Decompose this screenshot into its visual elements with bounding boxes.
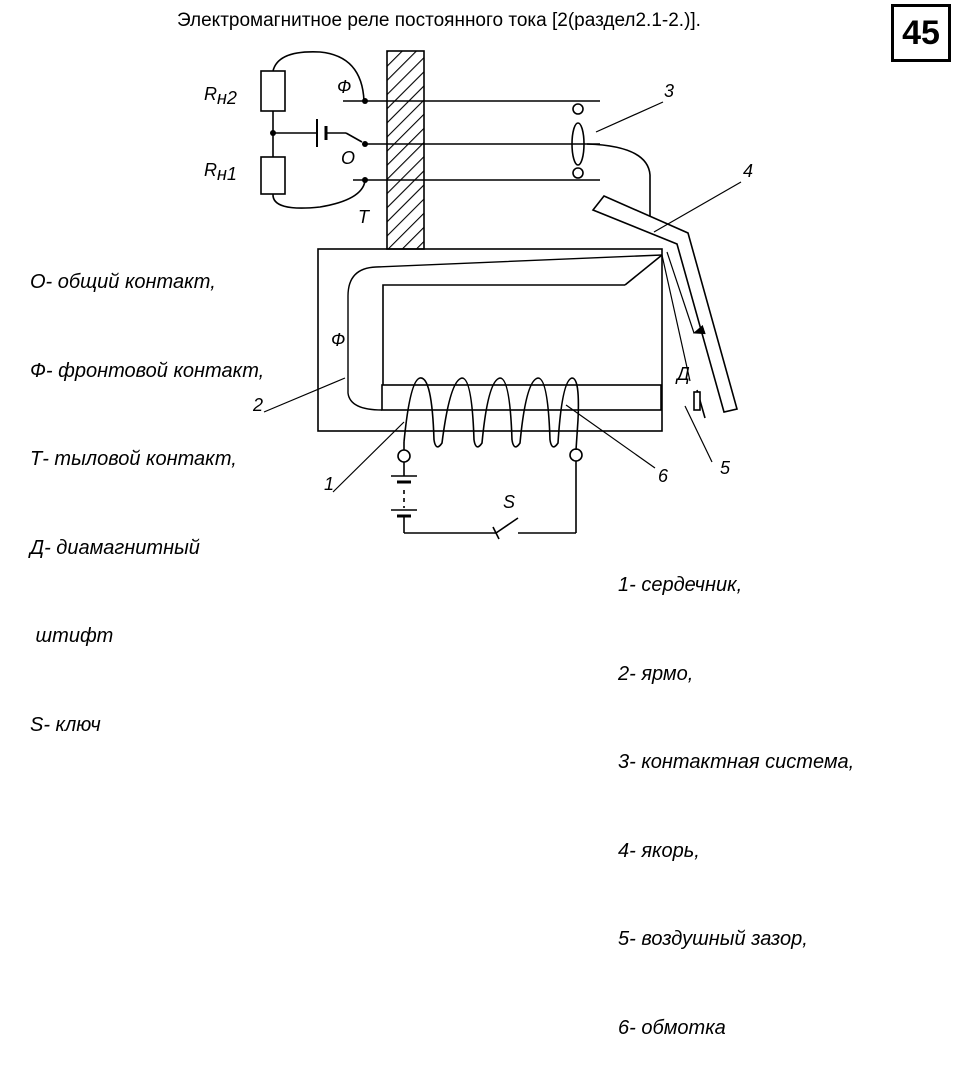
- contact-front-label: Ф: [337, 77, 351, 97]
- yoke-outline: [317, 248, 663, 432]
- legend-item: 4- якорь,: [618, 839, 700, 862]
- core: [381, 384, 662, 411]
- callout-6: 6: [658, 466, 669, 486]
- legend-item: 6- обмотка: [618, 1016, 726, 1039]
- legend-item: 5- воздушный зазор,: [618, 928, 808, 950]
- hatched-column: [386, 50, 425, 250]
- armature: [591, 195, 738, 413]
- resistor-rn2: [260, 70, 286, 112]
- resistor-rn1: [260, 156, 286, 195]
- pin-letter-label: Д: [675, 364, 690, 384]
- contact-common-label: О: [341, 148, 355, 168]
- switch-label: S: [503, 492, 515, 512]
- yoke-letter-label: Ф: [331, 330, 345, 350]
- callout-1: 1: [324, 474, 334, 494]
- legend-item: 1- сердечник,: [618, 574, 743, 596]
- legend-item: Д- диамагнитный: [30, 536, 200, 559]
- resistor-rn2-label: Rн2: [204, 84, 237, 108]
- callout-3: 3: [664, 81, 674, 101]
- slide-number-badge: 45: [891, 4, 951, 62]
- legend-item: 3- контактная система,: [618, 751, 855, 773]
- callout-2: 2: [252, 395, 263, 415]
- legend-item: 2- ярмо,: [618, 662, 694, 685]
- legend-item: О- общий контакт,: [30, 271, 216, 293]
- page-title: Электромагнитное реле постоянного тока […: [177, 10, 701, 31]
- callout-5: 5: [720, 458, 731, 478]
- resistor-rn1-label: Rн1: [204, 160, 237, 184]
- relay-diagram: Rн2 Rн1 Ф О Т Ф Д S 1 2 3 4 5 6: [204, 50, 753, 540]
- callout-4: 4: [743, 161, 753, 181]
- legend-item: Т- тыловой контакт,: [30, 448, 237, 470]
- legend-item: штифт: [30, 625, 114, 647]
- coil-winding: [403, 377, 580, 451]
- contact-back-label: Т: [358, 207, 371, 227]
- legend-item: Ф- фронтовой контакт,: [30, 359, 265, 382]
